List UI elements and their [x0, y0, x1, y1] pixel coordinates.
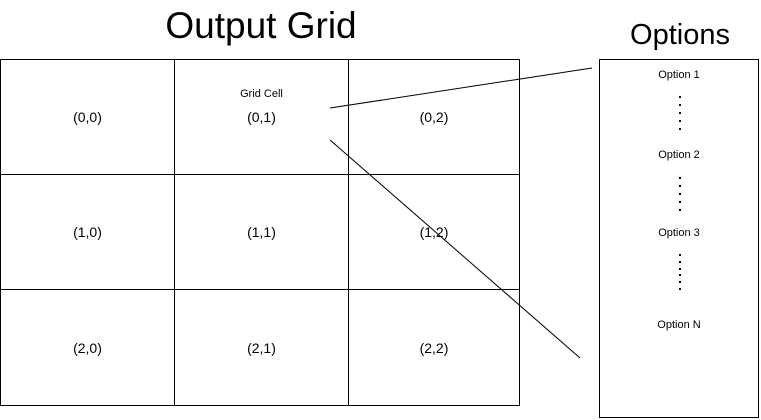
- ellipsis-dots: [679, 96, 681, 130]
- grid-cell-label: (1,2): [419, 224, 449, 240]
- grid-cell-label: (1,0): [73, 224, 102, 240]
- grid-cell-label: (2,1): [247, 339, 276, 356]
- grid-cell-1-2: (1,2): [349, 175, 519, 290]
- option-item: Option 1: [658, 69, 700, 81]
- option-item: Option 3: [658, 227, 700, 239]
- grid-cell-1-0: (1,0): [1, 175, 175, 290]
- ellipsis-dots: [679, 254, 681, 290]
- grid-cell-label: (2,2): [419, 339, 449, 356]
- grid-cell-2-1: (2,1): [175, 290, 349, 405]
- output-grid-title: Output Grid: [165, 5, 357, 46]
- grid-cell-0-1: Grid Cell (0,1): [175, 60, 349, 175]
- grid-cell-0-2: (0,2): [349, 60, 519, 175]
- grid-cell-1-1: (1,1): [175, 175, 349, 290]
- options-panel: Option 1 Option 2 Option 3 Option N: [599, 59, 759, 418]
- options-title: Options: [630, 19, 730, 51]
- option-item: Option 2: [658, 149, 700, 161]
- grid-cell-label: (0,1): [247, 109, 276, 125]
- grid-cell-2-0: (2,0): [1, 290, 175, 405]
- grid-cell-label: (1,1): [247, 224, 276, 240]
- grid-cell-0-0: (0,0): [1, 60, 175, 175]
- option-item: Option N: [657, 319, 701, 331]
- grid-cell-label: (2,0): [73, 339, 102, 356]
- grid-cell-2-2: (2,2): [349, 290, 519, 405]
- grid-cell-annotation: Grid Cell: [240, 88, 283, 100]
- output-grid: (0,0) Grid Cell (0,1) (0,2) (1,0) (1,1) …: [0, 59, 520, 406]
- ellipsis-dots: [679, 177, 681, 211]
- grid-cell-label: (0,2): [419, 109, 449, 125]
- grid-cell-label: (0,0): [73, 109, 102, 125]
